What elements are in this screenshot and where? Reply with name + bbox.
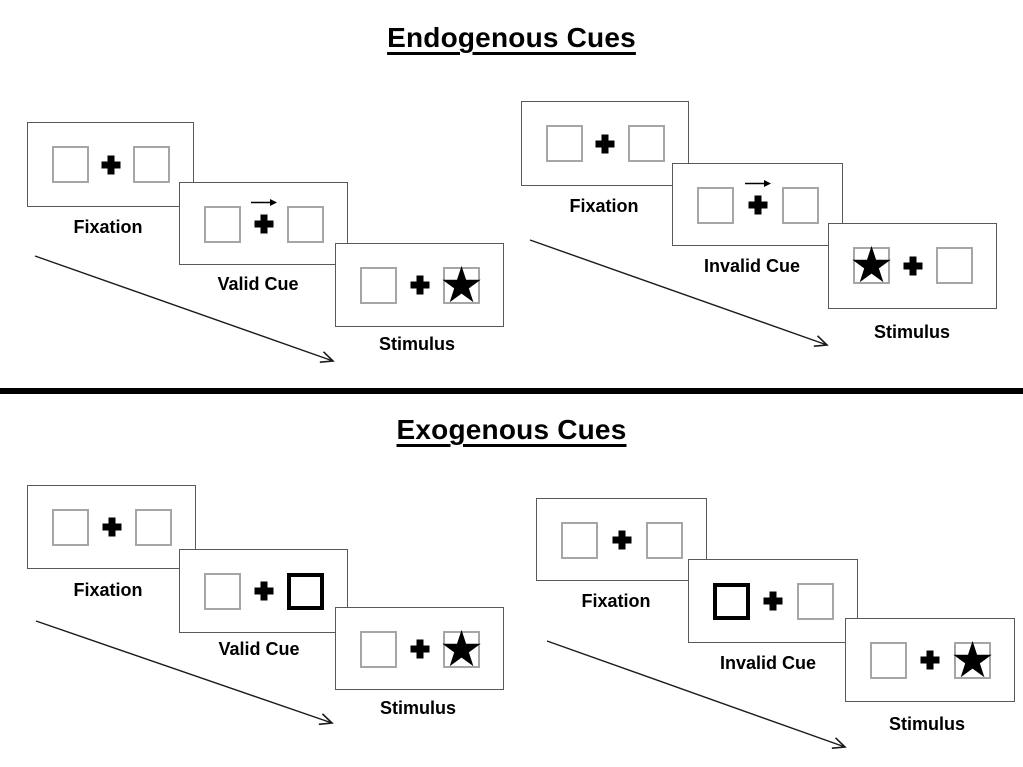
frame-label: Valid Cue — [217, 274, 299, 294]
exogenous-valid-cue-screen — [179, 549, 348, 633]
placeholder-square-right — [797, 583, 834, 620]
fixation-cross-icon — [920, 650, 940, 670]
placeholder-square-left — [697, 187, 734, 224]
exogenous-invalid-cue-screen — [688, 559, 858, 643]
fixation-cross-icon — [595, 134, 615, 153]
placeholder-square-right — [135, 509, 172, 546]
endogenous-valid-fixation-screen — [27, 122, 194, 207]
frame-label: Stimulus — [379, 698, 457, 718]
placeholder-square-left — [546, 125, 583, 162]
placeholder-square-left — [870, 642, 907, 679]
placeholder-square-right — [628, 125, 665, 162]
highlighted-cue-square — [713, 583, 750, 620]
placeholder-square-right — [936, 247, 973, 284]
placeholder-square-left — [360, 267, 397, 304]
fixation-cross-icon — [101, 155, 120, 174]
star-icon: ★ — [849, 236, 894, 293]
cue-arrow-icon — [744, 180, 771, 187]
timeline-arrow — [34, 255, 335, 363]
placeholder-square-left — [204, 206, 241, 243]
frame-label: Fixation — [73, 217, 143, 237]
fixation-cross-icon — [254, 581, 273, 601]
exogenous-section-title: Exogenous Cues — [396, 414, 627, 445]
fixation-cross-icon — [254, 214, 273, 233]
highlighted-cue-square — [287, 573, 324, 610]
frame-label: Invalid Cue — [719, 653, 817, 673]
exogenous-invalid-stimulus-screen: ★ — [845, 618, 1015, 702]
placeholder-square-right — [287, 206, 324, 243]
frame-label: Stimulus — [378, 334, 456, 354]
fixation-cross-icon — [410, 275, 429, 295]
frame-label: Fixation — [581, 591, 651, 611]
exogenous-valid-fixation-screen — [27, 485, 196, 569]
fixation-cross-icon — [748, 195, 767, 214]
placeholder-square-right — [646, 522, 683, 559]
star-icon: ★ — [950, 631, 995, 688]
star-icon: ★ — [439, 256, 484, 313]
fixation-cross-icon — [410, 639, 429, 658]
exogenous-valid-stimulus-screen: ★ — [335, 607, 504, 690]
placeholder-square-left — [52, 146, 89, 183]
exogenous-invalid-fixation-screen — [536, 498, 707, 581]
frame-label: Fixation — [73, 580, 143, 600]
cue-arrow-icon — [250, 199, 277, 206]
placeholder-square-left — [52, 509, 89, 546]
fixation-cross-icon — [612, 530, 631, 549]
frame-label: Stimulus — [873, 322, 951, 342]
fixation-cross-icon — [763, 591, 783, 611]
frame-label: Valid Cue — [218, 639, 300, 659]
section-divider — [0, 388, 1023, 394]
star-square: ★ — [439, 624, 484, 674]
star-square: ★ — [439, 260, 484, 310]
fixation-cross-icon — [903, 256, 922, 276]
endogenous-section-title: Endogenous Cues — [387, 22, 636, 53]
frame-label: Stimulus — [888, 714, 966, 734]
endogenous-valid-stimulus-screen: ★ — [335, 243, 504, 327]
endogenous-valid-cue-screen — [179, 182, 348, 265]
endogenous-invalid-fixation-screen — [521, 101, 689, 186]
endogenous-invalid-stimulus-screen: ★ — [828, 223, 997, 309]
placeholder-square-left — [360, 631, 397, 668]
frame-label: Fixation — [569, 196, 639, 216]
placeholder-square-right — [133, 146, 170, 183]
star-icon: ★ — [439, 620, 484, 677]
frame-label: Invalid Cue — [703, 256, 801, 276]
timeline-arrow — [35, 620, 334, 726]
placeholder-square-left — [561, 522, 598, 559]
endogenous-invalid-cue-screen — [672, 163, 843, 246]
star-square: ★ — [849, 240, 894, 290]
star-square: ★ — [950, 635, 995, 685]
placeholder-square-left — [204, 573, 241, 610]
placeholder-square-right — [782, 187, 819, 224]
fixation-cross-icon — [102, 517, 121, 537]
